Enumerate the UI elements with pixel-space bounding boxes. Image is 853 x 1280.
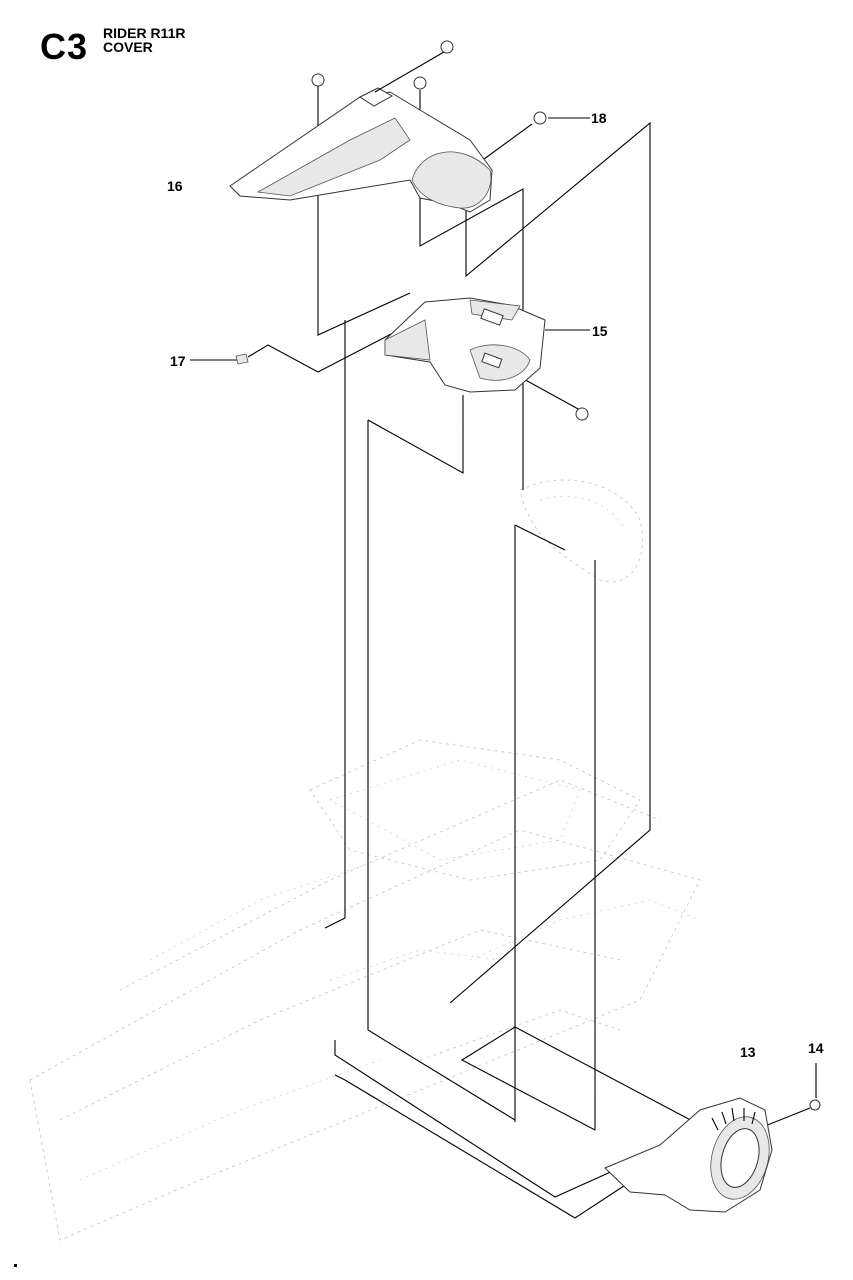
section-code: C3: [40, 26, 89, 67]
callout-14: 14: [808, 1040, 824, 1056]
fasteners: [311, 40, 821, 1111]
part-13-rear-cover: [604, 1097, 773, 1213]
part-16-upper-cover: [229, 87, 493, 213]
part-15-lower-cover: [384, 297, 546, 393]
callout-17: 17: [170, 353, 186, 369]
callout-13: 13: [740, 1044, 756, 1060]
page-mark: [14, 1264, 17, 1267]
model-name: RIDER R11R: [103, 25, 186, 41]
section-name: COVER: [103, 39, 153, 55]
callout-15: 15: [592, 323, 608, 339]
assembly-guide-lines: [190, 86, 817, 1219]
part-17-clip: [235, 353, 249, 365]
ghost-chassis: [29, 479, 701, 1241]
callout-18: 18: [591, 110, 607, 126]
callout-16: 16: [167, 178, 183, 194]
